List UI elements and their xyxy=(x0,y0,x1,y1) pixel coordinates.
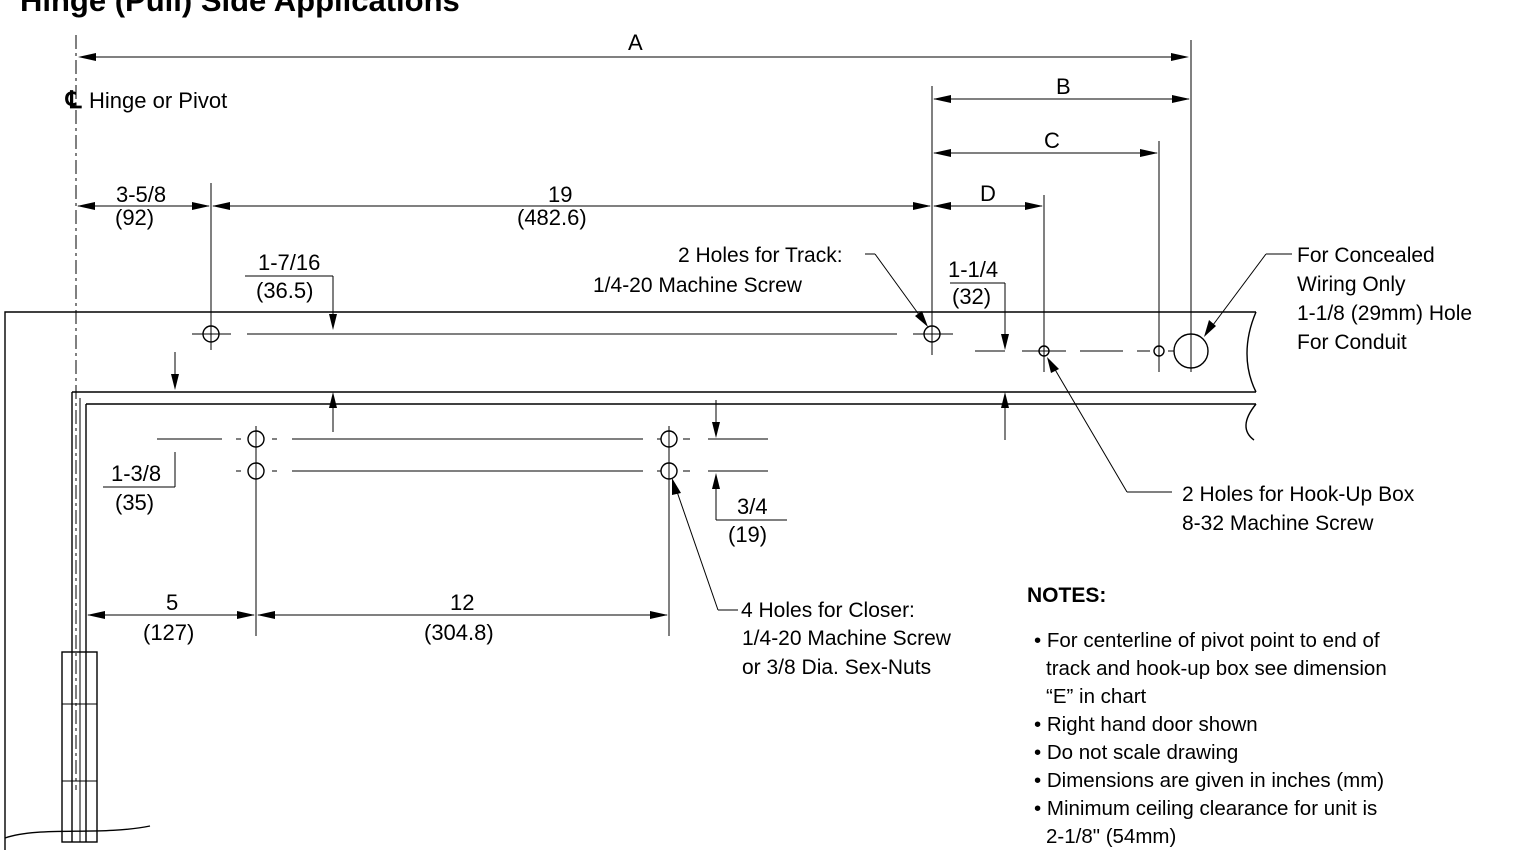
dimension-b: B xyxy=(931,74,1190,355)
callout-track-holes-line2: 1/4-20 Machine Screw xyxy=(593,274,803,297)
dimension-hinge-to-track: 3-5/8 (92) xyxy=(77,182,212,320)
closer-hole-top-right xyxy=(660,430,678,448)
note-4: • Dimensions are given in inches (mm) xyxy=(1034,769,1384,792)
dim-12-inch: 12 xyxy=(450,590,474,615)
dim-3-4-mm: (19) xyxy=(728,522,767,547)
callout-closer-line1: 4 Holes for Closer: xyxy=(741,599,915,622)
page-title: Hinge (Pull) Side Applications xyxy=(20,0,460,18)
track-hole-right xyxy=(923,325,941,343)
note-2: • Right hand door shown xyxy=(1034,713,1258,736)
track-hole-row xyxy=(192,318,953,350)
callout-closer-line3: or 3/8 Dia. Sex-Nuts xyxy=(742,656,931,679)
dim-3-5-8-mm: (92) xyxy=(115,205,154,230)
callout-hookup-line1: 2 Holes for Hook-Up Box xyxy=(1182,483,1415,506)
dim-3-5-8-inch: 3-5/8 xyxy=(116,182,166,207)
dim-19-inch: 19 xyxy=(548,182,572,207)
hookup-hole-right xyxy=(1153,345,1165,357)
dim-1-7-16-inch: 1-7/16 xyxy=(258,250,320,275)
dimension-closer-vertical-spacing: 3/4 (19) xyxy=(712,400,787,547)
notes-list: • For centerline of pivot point to end o… xyxy=(1034,629,1387,848)
dimension-track-spacing: 19 (482.6) xyxy=(212,182,931,230)
leader-hookup-holes xyxy=(1047,357,1172,493)
callout-track-holes-line1: 2 Holes for Track: xyxy=(678,244,843,267)
dimension-hinge-to-closer: 5 (127) xyxy=(87,590,255,645)
dimension-b-label: B xyxy=(1056,74,1071,99)
callout-conduit-line1: For Concealed xyxy=(1297,244,1435,267)
track-hole-left xyxy=(202,325,220,343)
note-1-line3: “E” in chart xyxy=(1046,685,1147,708)
dimension-d: D xyxy=(933,181,1045,372)
centerline-symbol: ℄ xyxy=(65,87,82,114)
closer-hole-bottom-left xyxy=(247,462,265,480)
leader-conduit-hole xyxy=(1204,253,1292,337)
dim-1-1-4-inch: 1-1/4 xyxy=(948,257,998,282)
centerline-label: Hinge or Pivot xyxy=(89,88,227,113)
dim-5-inch: 5 xyxy=(166,590,178,615)
dimension-d-label: D xyxy=(980,181,996,206)
closer-hole-bottom-right xyxy=(660,462,678,480)
note-3: • Do not scale drawing xyxy=(1034,741,1238,764)
dimension-a-label: A xyxy=(628,30,643,55)
callout-conduit-line2: Wiring Only xyxy=(1297,273,1406,296)
callout-conduit-line3: 1-1/8 (29mm) Hole xyxy=(1297,302,1472,325)
closer-hole-rows xyxy=(157,426,768,636)
dim-1-3-8-inch: 1-3/8 xyxy=(111,461,161,486)
notes-heading: NOTES: xyxy=(1027,584,1106,607)
note-5-line2: 2-1/8" (54mm) xyxy=(1046,825,1176,848)
dim-1-7-16-mm: (36.5) xyxy=(256,278,313,303)
note-1-line2: track and hook-up box see dimension xyxy=(1046,657,1387,680)
closer-hole-top-left xyxy=(247,430,265,448)
dimension-a: A xyxy=(78,30,1192,372)
leader-track-holes xyxy=(865,253,928,327)
callout-closer-line2: 1/4-20 Machine Screw xyxy=(742,627,952,650)
dim-5-mm: (127) xyxy=(143,620,194,645)
leader-closer-holes xyxy=(672,478,738,611)
dim-1-3-8-mm: (35) xyxy=(115,490,154,515)
door-frame-outline xyxy=(4,311,1257,850)
note-1-line1: • For centerline of pivot point to end o… xyxy=(1034,629,1380,652)
dim-3-4-inch: 3/4 xyxy=(737,494,768,519)
callout-conduit-line4: For Conduit xyxy=(1297,331,1407,354)
note-5-line1: • Minimum ceiling clearance for unit is xyxy=(1034,797,1377,820)
dimension-hookup-drop: 1-1/4 (32) xyxy=(948,257,1009,440)
callout-hookup-line2: 8-32 Machine Screw xyxy=(1182,512,1374,535)
dimension-track-drop: 1-7/16 (36.5) xyxy=(171,250,337,432)
hookup-hole-left xyxy=(1038,345,1050,357)
dim-19-mm: (482.6) xyxy=(517,205,587,230)
dim-1-1-4-mm: (32) xyxy=(952,284,991,309)
dimension-closer-spacing: 12 (304.8) xyxy=(257,590,668,645)
dimension-c-label: C xyxy=(1044,128,1060,153)
dimension-closer-drop: 1-3/8 (35) xyxy=(103,452,176,515)
dimension-c: C xyxy=(933,128,1160,372)
dim-12-mm: (304.8) xyxy=(424,620,494,645)
conduit-hole xyxy=(1173,333,1209,369)
